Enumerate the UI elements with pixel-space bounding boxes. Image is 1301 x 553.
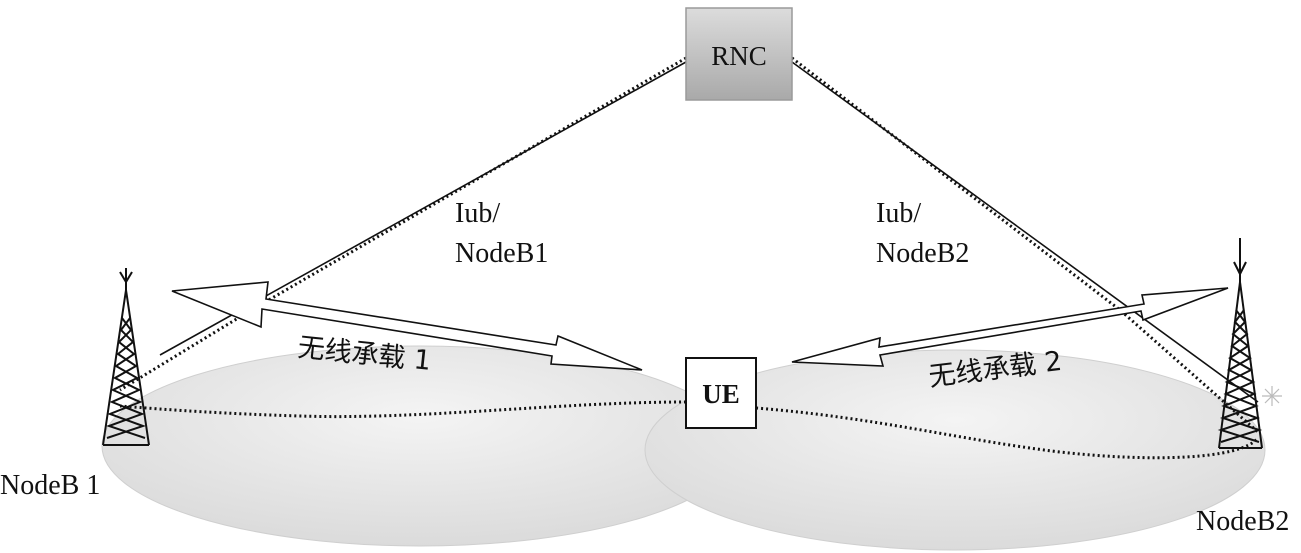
iub-nodeb1-label-line1: Iub/ bbox=[455, 198, 500, 229]
ue-node: UE bbox=[685, 357, 757, 429]
nodeb-1-tower-icon bbox=[102, 268, 150, 446]
iub-link-nodeb2-solid bbox=[791, 61, 1259, 403]
dotted-path-nodeb2 bbox=[791, 56, 1259, 434]
nodeb-2-tower-icon bbox=[1217, 238, 1263, 449]
cell-2-coverage bbox=[644, 349, 1266, 551]
nodeb-2-signal-icon bbox=[1262, 386, 1282, 406]
ue-label: UE bbox=[702, 379, 740, 409]
iub-nodeb1-label-line2: NodeB1 bbox=[455, 238, 548, 269]
radio-bearer-2-arrow bbox=[791, 287, 1229, 367]
iub-nodeb2-label-line2: NodeB2 bbox=[876, 238, 969, 269]
iub-nodeb2-label-line1: Iub/ bbox=[876, 198, 921, 229]
radio-bearer-1-arrow bbox=[171, 281, 643, 371]
nodeb-1-label: NodeB 1 bbox=[0, 470, 100, 501]
rnc-label: RNC bbox=[711, 41, 767, 71]
cell-1-coverage bbox=[101, 345, 739, 547]
rnc-node: RNC bbox=[685, 7, 793, 101]
nodeb-2-label: NodeB2 bbox=[1196, 506, 1289, 537]
dotted-path-nodeb1 bbox=[119, 56, 687, 392]
